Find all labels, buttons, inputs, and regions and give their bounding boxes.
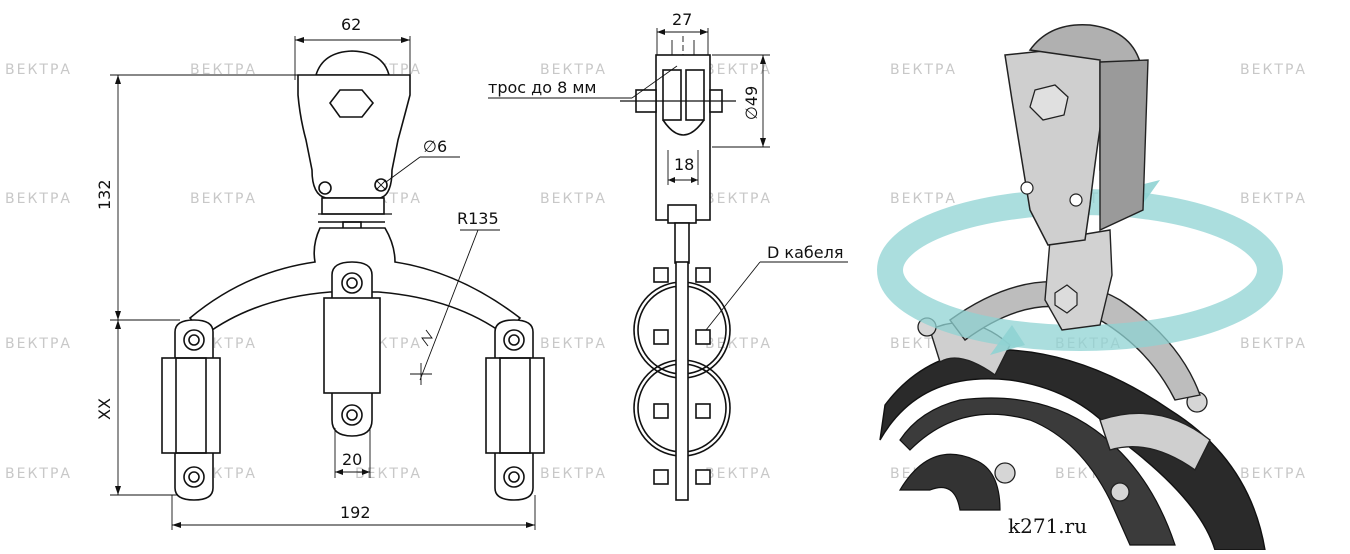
bolt-head [329, 89, 375, 118]
watermark: ВЕКТРА [705, 466, 772, 482]
swivel-plate-3d [1044, 229, 1113, 331]
front-view: 62 ∅6 [95, 15, 545, 530]
side-view: 27 18 ∅49 трос до 8 мм [488, 10, 848, 501]
dim-20-label: 20 [342, 450, 362, 469]
roller [314, 50, 391, 76]
watermark: ВЕКТРА [705, 62, 772, 78]
watermark: ВЕКТРА [540, 336, 607, 352]
render-3d: k271.ru [877, 23, 1283, 551]
dim-xx-label: XX [95, 398, 114, 420]
dim-roller-label: ∅49 [742, 86, 761, 120]
swivel-stem [674, 222, 690, 264]
swivel-plate [321, 197, 385, 215]
watermark: ВЕКТРА [540, 191, 607, 207]
cable-d-label: D кабеля [767, 243, 843, 262]
roller-cheek [685, 69, 705, 121]
watermark: ВЕКТРА [355, 466, 422, 482]
dim-radius-label: R135 [457, 209, 499, 228]
cable-rope-label: трос до 8 мм [488, 78, 597, 97]
watermark: ВЕКТРА [705, 336, 772, 352]
bracket-hole [318, 181, 332, 195]
dim-slot: 20 [334, 428, 371, 478]
watermark: ВЕКТРА [890, 62, 957, 78]
watermark: ВЕКТРА [5, 466, 72, 482]
watermark: ВЕКТРА [5, 62, 72, 78]
dim-27-label: 27 [672, 10, 692, 29]
watermark: ВЕКТРА [1240, 62, 1307, 78]
cable [898, 453, 1001, 511]
cable [899, 397, 1176, 546]
dim-width-total: 192 [171, 495, 536, 530]
watermark: ВЕКТРА [1240, 336, 1307, 352]
site-label: k271.ru [1008, 514, 1087, 538]
clamp-band [161, 357, 221, 454]
swivel-nut [667, 204, 697, 224]
bolt-head-3d [1029, 84, 1069, 121]
dim-18-label: 18 [674, 155, 694, 174]
watermark: ВЕКТРА [890, 191, 957, 207]
dim-lower: XX [95, 320, 178, 496]
watermark: ВЕКТРА [5, 191, 72, 207]
watermark: ВЕКТРА [1240, 466, 1307, 482]
clamp-band [323, 297, 381, 394]
watermark: ВЕКТРА [705, 191, 772, 207]
watermark: ВЕКТРА [540, 466, 607, 482]
dim-132-label: 132 [95, 179, 114, 210]
watermark: ВЕКТРА [190, 191, 257, 207]
clamp-band-3d [1099, 412, 1211, 472]
dim-height: 132 [95, 74, 298, 321]
dim-width-top: 62 [294, 15, 411, 80]
watermark: ВЕКТРА [5, 336, 72, 352]
side-plate-3d [1099, 59, 1149, 232]
clamp-bolt-stack [675, 261, 689, 501]
rotation-arrow-head [990, 325, 1025, 355]
clamp-band [485, 357, 545, 454]
roller-cheek [662, 69, 682, 121]
watermark: ВЕКТРА [1240, 191, 1307, 207]
watermark: ВЕКТРА [190, 62, 257, 78]
watermark: ВЕКТРА [540, 62, 607, 78]
dim-192-label: 192 [340, 503, 371, 522]
dim-hole-label: ∅6 [423, 137, 447, 156]
dim-62-label: 62 [341, 15, 361, 34]
